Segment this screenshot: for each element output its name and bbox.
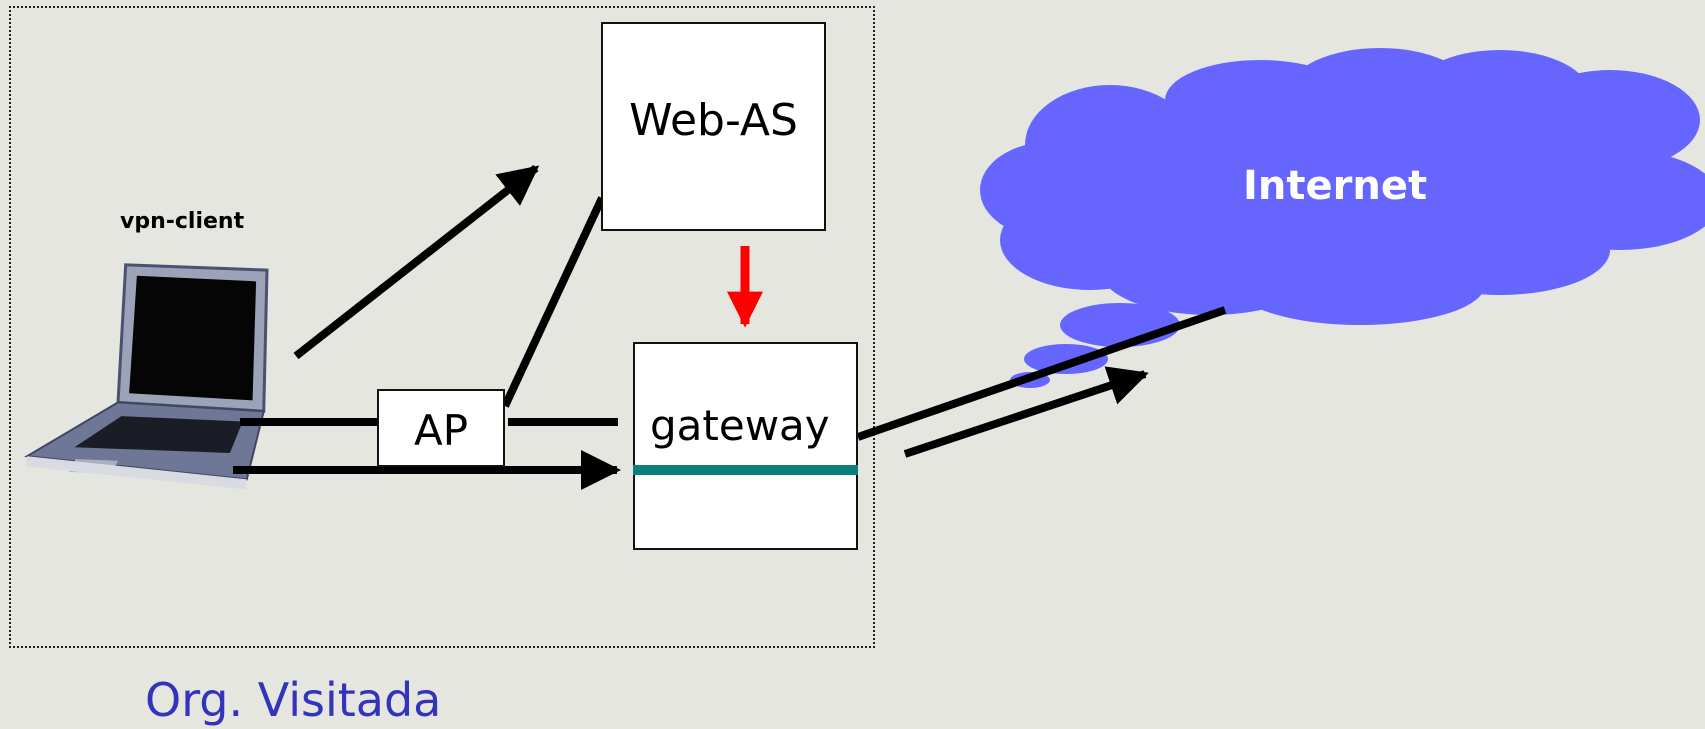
org-boundary bbox=[9, 6, 875, 648]
gateway-separator bbox=[633, 465, 858, 475]
laptop-icon bbox=[24, 263, 269, 490]
gateway-node bbox=[633, 342, 858, 550]
web-as-label: Web-AS bbox=[629, 95, 798, 146]
web-as-node bbox=[601, 22, 826, 231]
link-ap-webas bbox=[501, 196, 606, 408]
org-visitada-label: Org. Visitada bbox=[145, 673, 442, 727]
arrow-gateway-to-internet bbox=[903, 366, 1149, 458]
vpn-client-label: vpn-client bbox=[120, 209, 245, 234]
link-gateway-internet bbox=[856, 306, 1227, 441]
cloud-icon bbox=[980, 48, 1705, 388]
ap-node bbox=[377, 389, 505, 467]
gateway-label: gateway bbox=[650, 401, 830, 450]
internet-label: Internet bbox=[1243, 163, 1428, 209]
ap-label: AP bbox=[413, 406, 469, 455]
arrow-laptop-to-webas bbox=[293, 164, 540, 360]
